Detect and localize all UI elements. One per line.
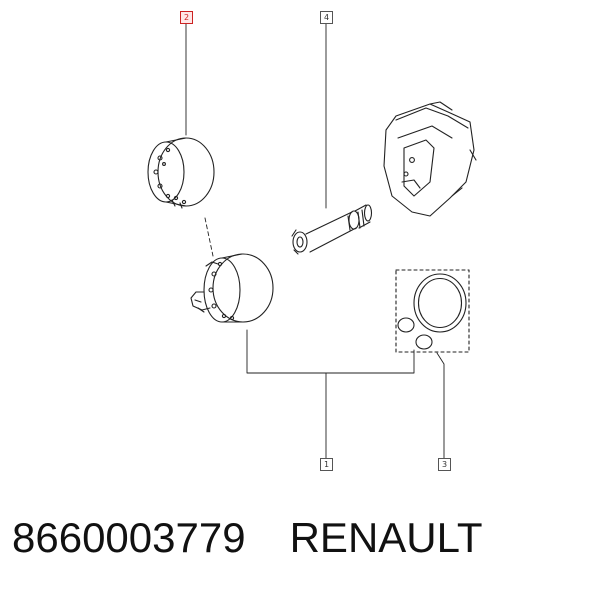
callout-3[interactable]: 3	[438, 458, 451, 471]
exploded-parts-diagram	[147, 22, 477, 459]
brand-name: RENAULT	[289, 514, 483, 561]
callout-2[interactable]: 2	[180, 11, 193, 24]
part-4-valve-stem	[291, 204, 373, 255]
part-3-seal-kit	[395, 269, 470, 353]
callout-1[interactable]: 1	[320, 458, 333, 471]
callout-4[interactable]: 4	[320, 11, 333, 24]
part-number: 8660003779	[12, 514, 246, 561]
part-2-drum	[147, 137, 215, 209]
sensor-housing	[383, 101, 477, 217]
caption: 8660003779 RENAULT	[12, 514, 483, 570]
leader-lines	[185, 22, 445, 459]
part-1-valve-body	[190, 253, 274, 323]
